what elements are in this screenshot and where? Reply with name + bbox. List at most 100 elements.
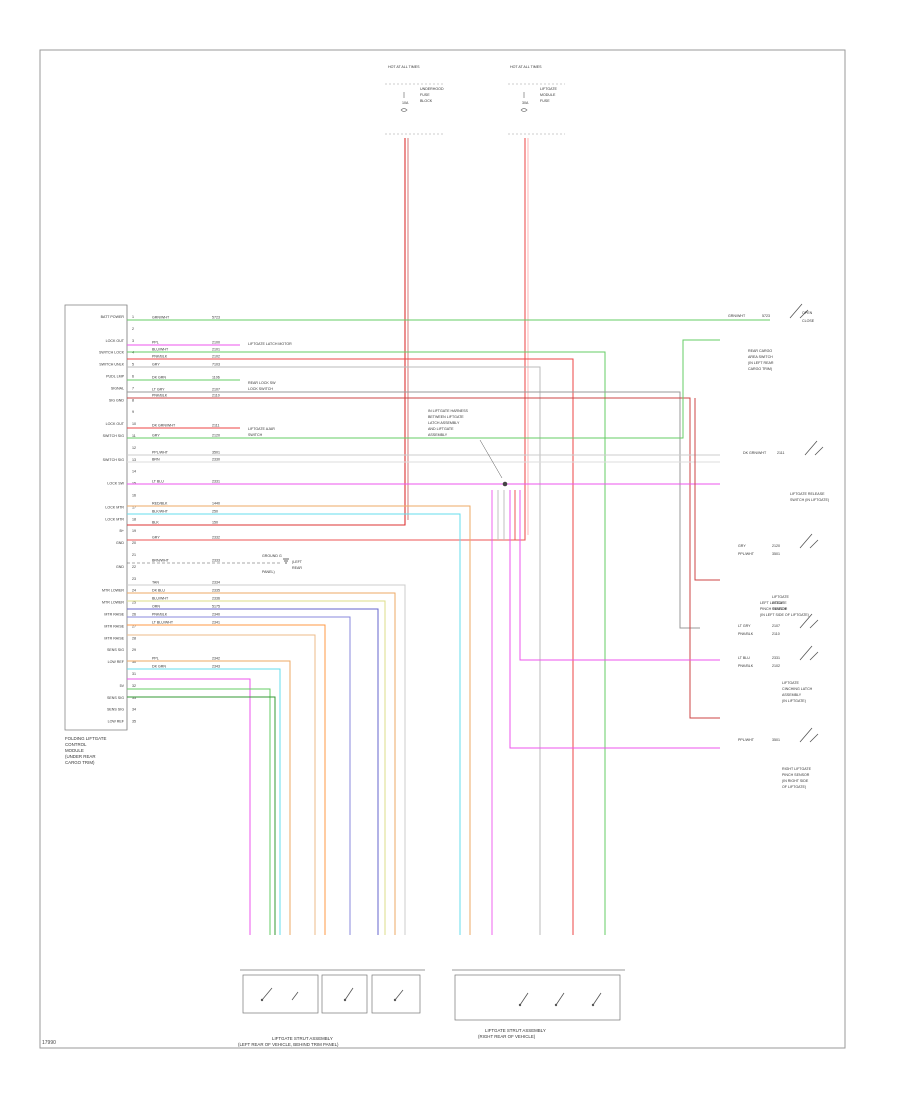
module-pin-number: 1 xyxy=(132,315,134,319)
wire-color-label: BLU/WHT xyxy=(152,597,169,601)
fuse-block-2: HOT AT ALL TIMES 30A LIFTGATE MODULE FUS… xyxy=(508,65,565,135)
module-pin-number: 30 xyxy=(132,660,136,664)
wire-color-label: PPL/WHT xyxy=(152,451,169,455)
module-pin-number: 21 xyxy=(132,553,136,557)
component-wire-circuit: 2110 xyxy=(772,632,780,636)
fuse-icon xyxy=(520,92,528,112)
wire-circuit-label: 2100 xyxy=(212,341,220,345)
module-pin-label: MTR RAISE xyxy=(104,613,124,617)
module-pin-label: SWITCH SIG xyxy=(103,434,125,438)
wire-circuit-label: 2331 xyxy=(212,480,220,484)
wire-color-label: ORN xyxy=(152,605,160,609)
module-pin-label: GND xyxy=(116,541,124,545)
strut-contact-dot xyxy=(518,1003,522,1007)
module-pin-label: 5V xyxy=(120,684,125,688)
component-caption-line: LIFTGATE RELEASE xyxy=(790,492,825,496)
module-pin-number: 32 xyxy=(132,684,136,688)
wire-color-label: GRY xyxy=(152,363,160,367)
switch-icon xyxy=(789,303,809,319)
left-strut-assembly: LIFTGATE STRUT ASSEMBLY (LEFT REAR OF VE… xyxy=(238,969,425,1047)
wire-ppl-to-left-pinch xyxy=(519,490,720,661)
wire-color-label: PNK/BLK xyxy=(152,613,168,617)
fuse-desc: BLOCK xyxy=(420,99,433,103)
wire-circuit-label: 2343 xyxy=(212,665,220,669)
component-caption-line: AREA SWITCH xyxy=(748,355,773,359)
strut-contact-dot xyxy=(554,1003,558,1007)
wire-color-label: LT GRY xyxy=(152,388,165,392)
strut-wire-orn xyxy=(127,624,326,935)
wire-color-label: DK GRN xyxy=(152,376,166,380)
wire-color-label: GRY xyxy=(152,434,160,438)
module-pin-label: LOCK OUT xyxy=(106,339,125,343)
component-wire-color: PNK/BLK xyxy=(738,664,754,668)
strut-contact-dot xyxy=(591,1003,595,1007)
component-caption-line: LATCH xyxy=(772,601,784,605)
harness-note-line: LATCH ASSEMBLY xyxy=(428,421,460,425)
strut-wire-dk-grn-b xyxy=(127,696,276,935)
component-wire-circuit: 2331 xyxy=(772,656,780,660)
wire-circuit-label: 2101 xyxy=(212,348,220,352)
wire-color-label: PNK/BLK xyxy=(152,355,168,359)
fuse-desc: MODULE xyxy=(540,93,556,97)
module-pin-label: BATT POWER xyxy=(101,315,125,319)
component-wire-color: DK GRN/WHT xyxy=(743,451,767,455)
wire-circuit-label: 2111 xyxy=(212,424,219,428)
strut-wire-yel xyxy=(127,634,316,935)
wire-circuit-label: 150 xyxy=(212,521,218,525)
component-wire-circuit: 2107 xyxy=(772,624,780,628)
right-component-list: REAR CARGO AREA SWITCH (IN LEFT REAR CARGO … xyxy=(728,303,829,789)
component-caption-line: (IN LIFTGATE) xyxy=(782,699,806,703)
component-caption-line: CARGO TRIM) xyxy=(748,367,772,371)
strut-switch-icon xyxy=(261,987,404,1001)
wire-color-label: BRN/WHT xyxy=(152,559,170,563)
fuse-desc: FUSE xyxy=(540,99,550,103)
module-pin-number: 7 xyxy=(132,386,134,390)
wire-circuit-label: 2330 xyxy=(212,458,220,462)
latch-motor-callout: LIFTGATE LATCH MOTOR xyxy=(248,342,292,346)
component-caption-line: LIFTGATE xyxy=(782,681,800,685)
fuse-rating: 10A xyxy=(402,101,409,105)
component-caption-line: REAR CARGO xyxy=(748,349,772,353)
module-pin-label: LOCK MTR xyxy=(105,517,124,521)
wire-color-label: BRN xyxy=(152,458,160,462)
strut-box xyxy=(242,974,319,1014)
module-pin-label: SWITCH SIG xyxy=(103,458,125,462)
module-pin-label: SWITCH UNLK xyxy=(99,363,124,367)
wire-circuit-label: 3501 xyxy=(212,451,220,455)
module-pin-number: 4 xyxy=(132,351,134,355)
component-caption-line: SWITCH xyxy=(772,607,787,611)
wire-color-label: GRN/WHT xyxy=(152,316,170,320)
component-wire-circuit: 3501 xyxy=(772,552,780,556)
module-caption-line: CARGO TRIM) xyxy=(65,760,95,765)
module-pin-number: 27 xyxy=(132,624,136,628)
rear-lock-switch-callout: REAR LOCK SW xyxy=(248,381,276,385)
harness-note-line: IN LIFTGATE HARNESS xyxy=(428,409,468,413)
switch-icon xyxy=(799,727,819,743)
module-pin-number: 20 xyxy=(132,541,136,545)
module-pin-number: 22 xyxy=(132,565,136,569)
module-pin-number: 18 xyxy=(132,517,136,521)
module-pin-number: 3 xyxy=(132,339,134,343)
ground-callout-line: REAR xyxy=(292,566,302,570)
component-wire-circuit: 2120 xyxy=(772,544,780,548)
ground-callout-line: (LEFT xyxy=(292,560,303,564)
strut-caption-line: (RIGHT REAR OF VEHICLE) xyxy=(478,1034,536,1039)
strut-wire-tan xyxy=(127,600,386,935)
component-caption-line: (IN LEFT SIDE OF LIFTGATE) xyxy=(760,613,809,617)
module-pin-label: MTR RAISE xyxy=(104,636,124,640)
module-pin-number: 8 xyxy=(132,398,134,402)
component-caption-line: (IN LEFT REAR xyxy=(748,361,774,365)
module-caption-line: (UNDER REAR xyxy=(65,754,96,759)
strut-wire-ppl xyxy=(127,678,251,935)
component-wire-circuit: 5723 xyxy=(762,314,770,318)
wire-circuit-label: 2336 xyxy=(212,597,220,601)
module-caption-line: FOLDING LIFTGATE xyxy=(65,736,106,741)
strut-caption-line: LIFTGATE STRUT ASSEMBLY xyxy=(272,1036,333,1041)
harness-connector-dot xyxy=(502,481,508,487)
module-pin-number: 24 xyxy=(132,589,136,593)
component-caption-line: LIFTGATE xyxy=(772,595,790,599)
switch-icon xyxy=(799,645,819,661)
wire-circuit-label: 1106 xyxy=(212,376,220,380)
